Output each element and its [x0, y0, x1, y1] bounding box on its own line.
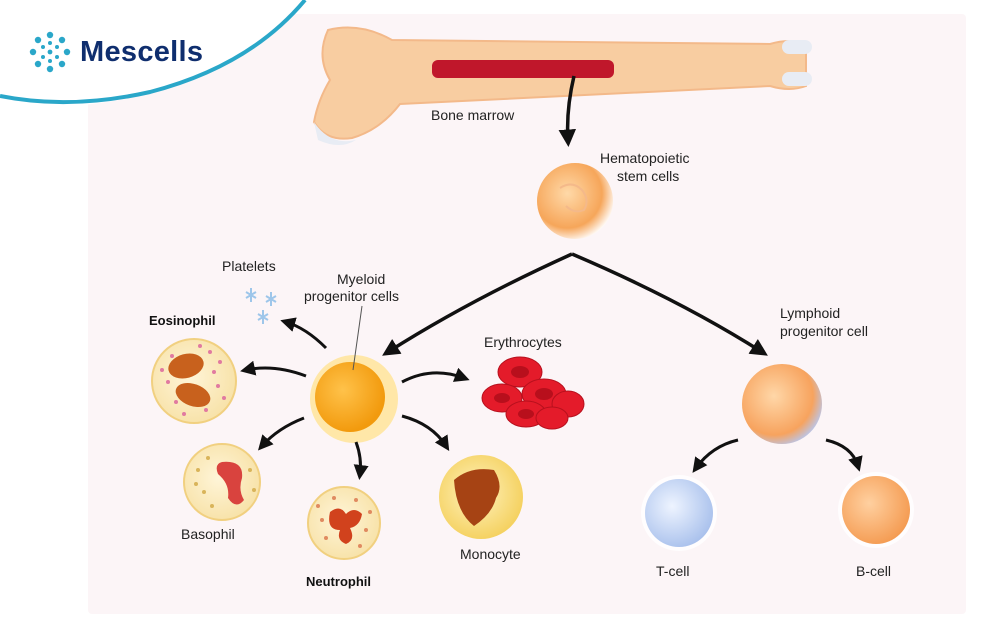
platelets-illustration: [245, 288, 277, 324]
arrow-to-lymphoid: [571, 252, 768, 356]
molecule-ring-icon: [29, 31, 71, 73]
arrow-to-hsc: [558, 75, 577, 147]
arrow-to-bcell: [825, 438, 863, 472]
basophil-label: Basophil: [181, 526, 235, 542]
brand-name: Mescells: [80, 35, 204, 68]
arrow-to-platelets: [280, 317, 328, 350]
bcell-label: B-cell: [856, 563, 891, 579]
hsc-label-line1: Hematopoietic: [600, 150, 690, 166]
hsc-label-line2: stem cells: [617, 168, 679, 184]
arrow-to-basophil: [258, 416, 305, 451]
basophil-cell: [183, 443, 261, 521]
monocyte-cell: [439, 455, 523, 539]
arrow-to-neutrophil: [353, 441, 369, 480]
lymphoid-label-line2: progenitor cell: [780, 323, 868, 339]
brand-logo: Mescells: [28, 30, 203, 74]
arrow-to-erythrocytes: [401, 367, 470, 384]
arrow-to-eosinophil: [240, 360, 307, 378]
erythrocytes-illustration: [481, 356, 585, 430]
neutrophil-label: Neutrophil: [306, 574, 371, 589]
myeloid-progenitor-cell: [310, 355, 398, 443]
tcell-label: T-cell: [656, 563, 689, 579]
eosinophil-label: Eosinophil: [149, 313, 215, 328]
lymphoid-label-line1: Lymphoid: [780, 305, 840, 321]
b-cell: [838, 472, 914, 548]
monocyte-label: Monocyte: [460, 546, 521, 562]
eosinophil-cell: [151, 338, 237, 424]
erythrocyte-centers: [494, 366, 553, 419]
bone-illustration: [312, 26, 812, 145]
myeloid-pointer: [352, 305, 363, 371]
hematopoietic-stem-cell: [537, 163, 613, 239]
arrow-to-tcell: [692, 438, 739, 473]
t-cell: [641, 475, 717, 551]
arrow-to-myeloid: [382, 252, 573, 356]
platelets-label: Platelets: [222, 258, 276, 274]
lymphoid-progenitor-cell: [742, 364, 822, 444]
arrow-to-monocyte: [401, 414, 450, 452]
bone-marrow-label: Bone marrow: [431, 107, 515, 123]
erythrocytes-label: Erythrocytes: [484, 334, 562, 350]
myeloid-label-line1: Myeloid: [337, 271, 385, 287]
neutrophil-cell: [307, 486, 381, 560]
myeloid-label-line2: progenitor cells: [304, 288, 399, 304]
marrow-cavity: [432, 60, 614, 78]
header-swoosh: [0, 0, 307, 107]
